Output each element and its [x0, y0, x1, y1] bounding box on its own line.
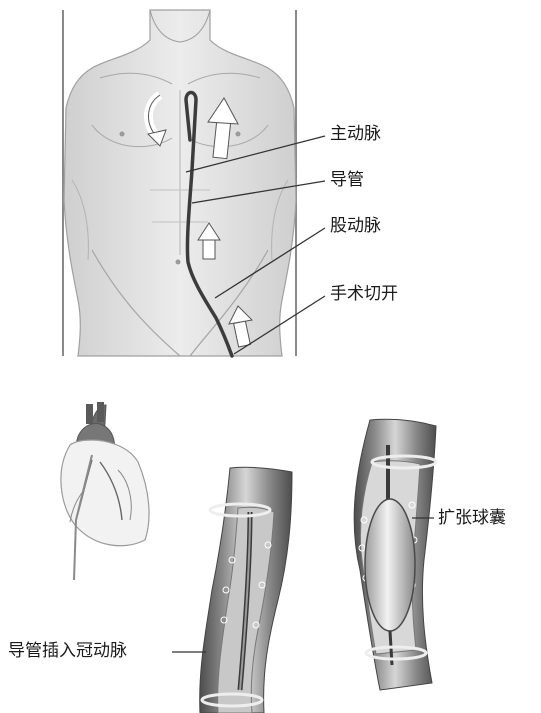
vessel-catheter-illustration [200, 467, 292, 713]
heart-illustration [61, 402, 149, 580]
balloon-shape [365, 499, 415, 631]
label-incision: 手术切开 [330, 284, 398, 304]
balloon-illustration [354, 419, 436, 690]
label-aorta: 主动脉 [330, 124, 381, 144]
label-balloon: 扩张球囊 [438, 508, 506, 528]
label-femoral-artery: 股动脉 [330, 216, 381, 236]
label-catheter: 导管 [330, 170, 364, 190]
torso-illustration [63, 10, 296, 356]
label-catheter-into-coronary: 导管插入冠动脉 [8, 641, 127, 661]
